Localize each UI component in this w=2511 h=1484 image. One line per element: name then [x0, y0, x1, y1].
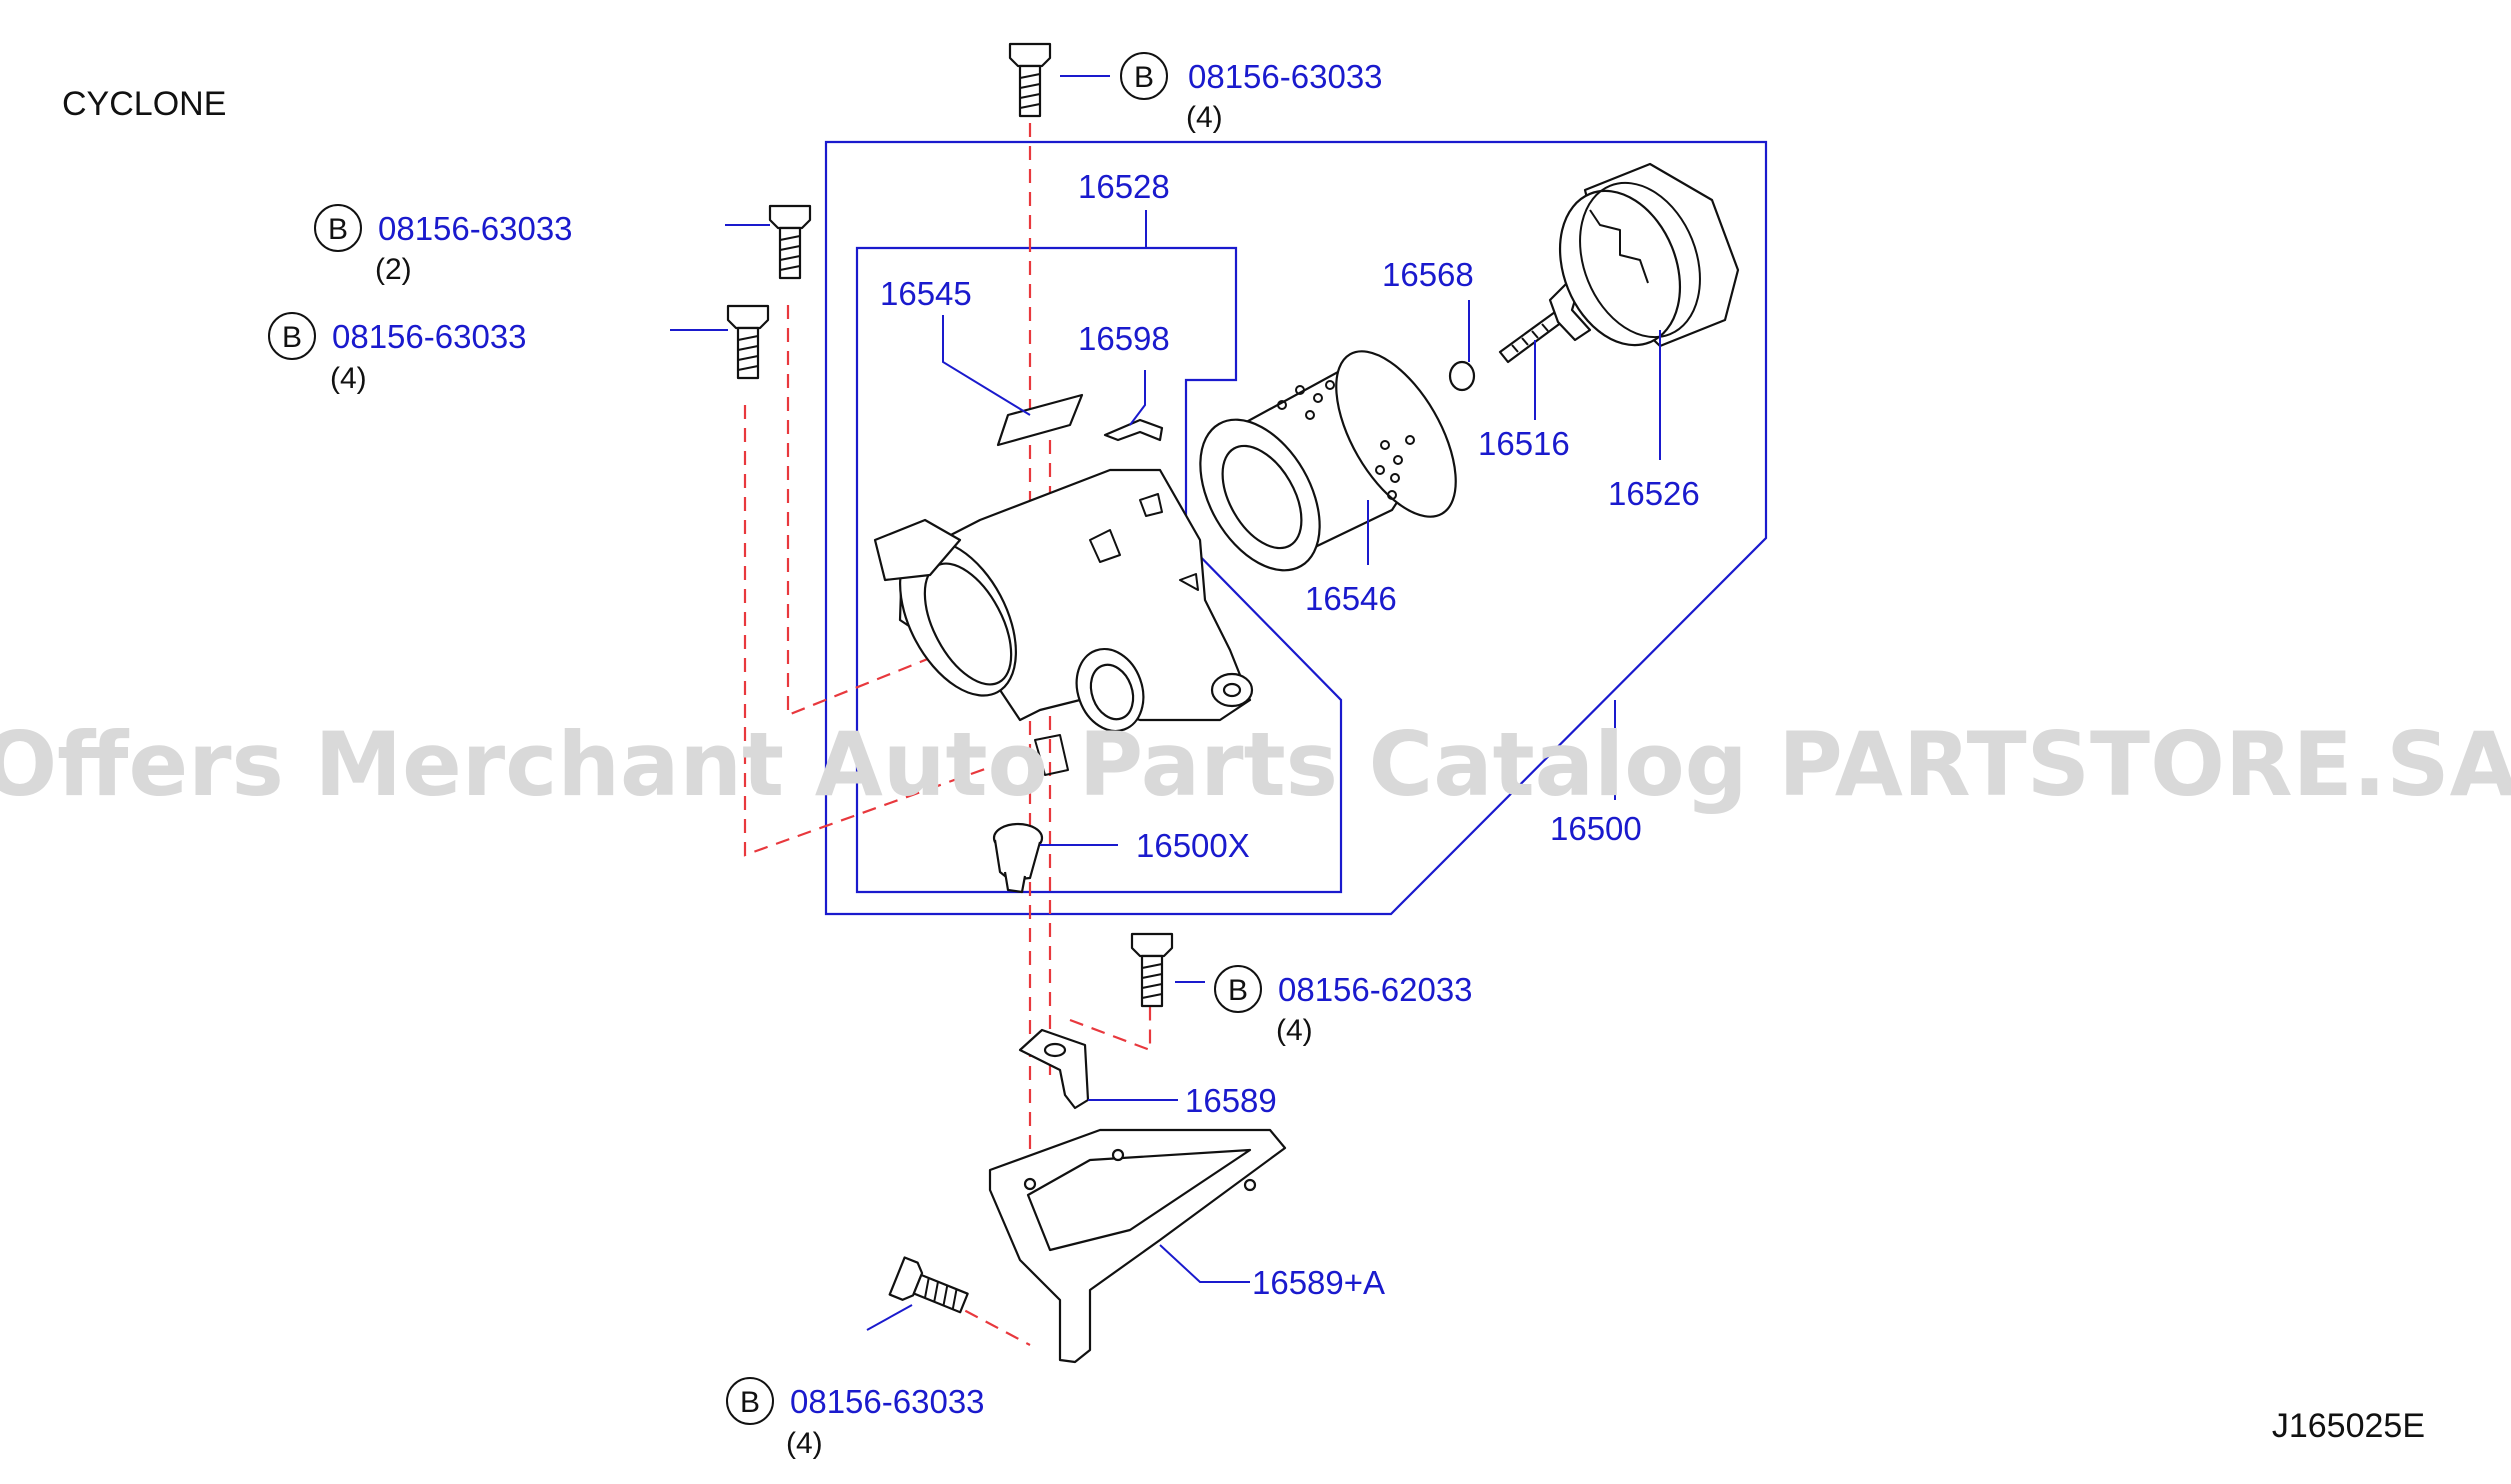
- diagram-title: CYCLONE: [62, 85, 226, 123]
- svg-text:B: B: [1134, 61, 1154, 94]
- part-label-16589: 16589: [1185, 1082, 1277, 1119]
- watermark: Offers Merchant Auto Parts Catalog PARTS…: [0, 713, 2511, 816]
- svg-text:B: B: [740, 1386, 760, 1419]
- svg-text:B: B: [328, 213, 348, 246]
- assembly-frame-16500: [824, 140, 1768, 916]
- bolt-icon: [726, 304, 770, 380]
- bolt-ref-4: B 08156-62033 (4): [1214, 965, 1473, 1047]
- bolt-ref-2: B 08156-63033 (2): [314, 204, 573, 286]
- bolt-ref-3: B 08156-63033 (4): [268, 312, 527, 395]
- svg-text:(4): (4): [1276, 1014, 1313, 1047]
- wing-bolt-icon: [1498, 280, 1592, 364]
- svg-text:08156-63033: 08156-63033: [378, 210, 573, 247]
- svg-text:08156-63033: 08156-63033: [1188, 58, 1383, 95]
- part-label-16516: 16516: [1478, 425, 1570, 462]
- svg-text:08156-63033: 08156-63033: [790, 1383, 985, 1420]
- diagram-code: J165025E: [2272, 1407, 2425, 1445]
- svg-text:08156-62033: 08156-62033: [1278, 971, 1473, 1008]
- bolt-icon: [1130, 932, 1174, 1008]
- svg-text:(2): (2): [375, 253, 412, 286]
- vacuum-valve-icon: [992, 822, 1044, 894]
- washer-icon: [1448, 360, 1476, 392]
- svg-text:B: B: [1228, 974, 1248, 1007]
- part-label-16528: 16528: [1078, 168, 1170, 205]
- svg-text:08156-63033: 08156-63033: [332, 318, 527, 355]
- filter-element-icon: [1199, 350, 1457, 572]
- svg-text:(4): (4): [330, 362, 367, 395]
- cyclone-housing-icon: [873, 468, 1254, 776]
- bolt-ref-1: B 08156-63033 (4): [1120, 52, 1383, 134]
- bolt-icon: [888, 1256, 969, 1314]
- part-label-16589a: 16589+A: [1252, 1264, 1385, 1301]
- bolt-icon: [1008, 42, 1052, 118]
- mounting-bracket-icon: [988, 1128, 1287, 1364]
- bracket-icon: [1018, 1028, 1090, 1110]
- svg-text:B: B: [282, 321, 302, 354]
- label-sticker-icon: [996, 393, 1084, 447]
- bolt-ref-5: B 08156-63033 (4): [726, 1377, 985, 1460]
- svg-text:(4): (4): [1186, 101, 1223, 134]
- end-cap-icon: [1558, 162, 1740, 348]
- part-label-16598: 16598: [1078, 320, 1170, 357]
- part-label-16546: 16546: [1305, 580, 1397, 617]
- part-label-16568: 16568: [1382, 256, 1474, 293]
- leader-lines: [670, 75, 1661, 1331]
- clip-icon: [1103, 418, 1164, 442]
- part-label-16500x: 16500X: [1136, 827, 1250, 864]
- part-label-16500: 16500: [1550, 810, 1642, 847]
- part-label-16526: 16526: [1608, 475, 1700, 512]
- svg-text:(4): (4): [786, 1427, 823, 1460]
- part-label-16545: 16545: [880, 275, 972, 312]
- bolt-icon: [768, 204, 812, 280]
